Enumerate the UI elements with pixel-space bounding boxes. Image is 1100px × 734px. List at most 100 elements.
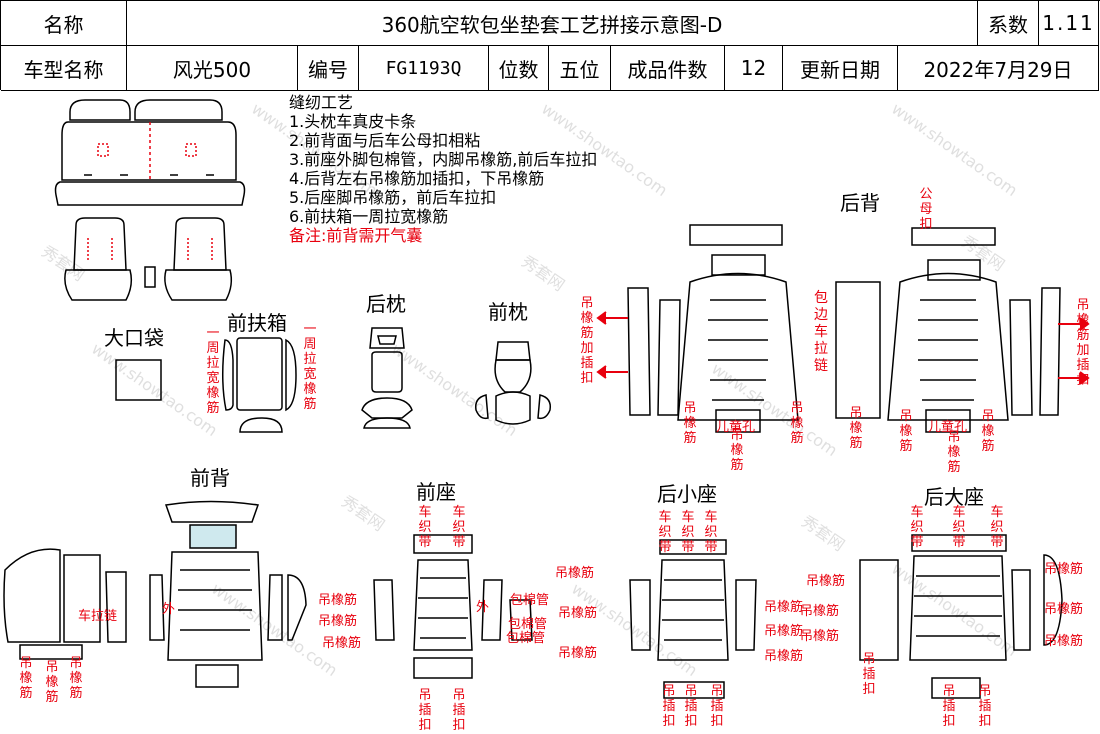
annotation-elastic-around: 一周拉宽橡筋	[303, 322, 317, 412]
section-big-pocket: 大口袋	[104, 326, 164, 350]
annotation-elastic: 吊橡筋	[322, 636, 362, 651]
annotation-elastic: 吊橡筋	[558, 606, 598, 621]
rear-headrest-pieces	[361, 327, 413, 429]
pieces-label: 成品件数	[611, 46, 725, 91]
annotation-elastic-buckle: 吊橡筋加插扣	[1076, 298, 1090, 388]
section-rear-headrest: 后枕	[366, 292, 406, 316]
annotation-elastic: 吊橡筋	[764, 600, 804, 615]
section-front-armrest: 前扶箱	[227, 311, 287, 335]
annotation-elastic: 吊橡筋	[800, 604, 840, 619]
annotation-child-hole: 儿童孔	[716, 420, 756, 435]
annotation-elastic: 吊橡筋	[981, 409, 995, 454]
section-rear-back: 后背	[840, 191, 880, 215]
big-pocket-piece	[115, 359, 162, 401]
annotation-buckle: 吊插扣	[662, 684, 676, 729]
annotation-webbing: 车织带	[910, 505, 924, 550]
annotation-buckle: 吊插扣	[684, 684, 698, 729]
section-rear-small-seat: 后小座	[657, 482, 717, 506]
annotation-elastic: 吊橡筋	[764, 649, 804, 664]
front-armrest-pieces	[221, 337, 297, 433]
annotation-webbing: 车织带	[418, 505, 432, 550]
annotation-buckle: 吊插扣	[862, 652, 876, 697]
annotation-webbing: 车织带	[704, 510, 718, 555]
annotation-buckle: 吊插扣	[710, 684, 724, 729]
annotation-elastic: 吊橡筋	[1044, 602, 1084, 617]
front-seat-pieces	[373, 534, 533, 679]
annotation-elastic: 吊橡筋	[1044, 562, 1084, 577]
annotation-elastic: 吊橡筋	[1044, 634, 1084, 649]
process-step: 1.头枕车真皮卡条	[289, 112, 417, 131]
annotation-snap-buckle: 公母扣	[919, 187, 933, 232]
annotation-webbing: 车织带	[658, 510, 672, 555]
series-value: 1.11	[1039, 1, 1099, 46]
annotation-elastic: 吊橡筋	[683, 401, 697, 446]
annotation-elastic: 吊橡筋	[318, 593, 358, 608]
annotation-elastic: 吊橡筋	[790, 401, 804, 446]
date-value: 2022年7月29日	[898, 46, 1099, 91]
annotation-elastic: 吊橡筋	[69, 656, 83, 701]
rear-back-pieces	[627, 224, 1061, 433]
model-value: 风光500	[127, 46, 298, 91]
process-step: 6.前扶箱一周拉宽橡筋	[289, 207, 449, 226]
annotation-elastic: 吊橡筋	[849, 406, 863, 451]
series-label: 系数	[978, 1, 1039, 46]
annotation-elastic: 吊橡筋	[764, 624, 804, 639]
page-title: 360航空软包坐垫套工艺拼接示意图-D	[127, 1, 978, 46]
code-value: FG1193Q	[359, 46, 489, 91]
annotation-elastic-buckle: 吊橡筋加插扣	[580, 296, 594, 386]
annotation-elastic: 吊橡筋	[555, 566, 595, 581]
section-rear-big-seat: 后大座	[924, 485, 984, 509]
header-table: 名称 360航空软包坐垫套工艺拼接示意图-D 系数 1.11 车型名称 风光50…	[0, 0, 1100, 91]
annotation-cotton-tube: 包棉管	[506, 631, 546, 646]
annotation-elastic: 吊橡筋	[45, 660, 59, 705]
process-step: 4.后背左右吊橡筋加插扣，下吊橡筋	[289, 169, 545, 188]
annotation-webbing: 车织带	[952, 505, 966, 550]
process-step: 3.前座外脚包棉管，内脚吊橡筋,前后车拉扣	[289, 150, 598, 169]
annotation-buckle: 吊插扣	[418, 688, 432, 733]
seats-label: 位数	[489, 46, 549, 91]
annotation-elastic: 吊橡筋	[947, 430, 961, 475]
annotation-child-hole: 儿童孔	[928, 420, 968, 435]
annotation-elastic: 吊橡筋	[318, 614, 358, 629]
annotation-webbing: 车织带	[681, 510, 695, 555]
annotation-cotton-tube: 包棉管	[510, 593, 550, 608]
process-step: 5.后座脚吊橡筋，前后车拉扣	[289, 188, 497, 207]
section-front-headrest: 前枕	[488, 300, 528, 324]
rear-small-seat-pieces	[629, 539, 757, 699]
date-label: 更新日期	[783, 46, 898, 91]
process-step: 2.前背面与后车公母扣相粘	[289, 131, 481, 150]
annotation-cotton-tube: 包棉管	[508, 617, 548, 632]
seat-overview-illustration	[54, 99, 246, 301]
seats-value: 五位	[549, 46, 611, 91]
front-back-pieces	[3, 500, 307, 688]
annotation-buckle: 吊插扣	[942, 684, 956, 729]
model-label: 车型名称	[1, 46, 127, 91]
section-front-seat: 前座	[416, 480, 456, 504]
annotation-buckle: 吊插扣	[978, 684, 992, 729]
front-headrest-pieces	[474, 341, 552, 425]
annotation-buckle: 吊插扣	[452, 688, 466, 733]
annotation-elastic: 吊橡筋	[730, 428, 744, 473]
rear-big-seat-pieces	[859, 534, 1063, 699]
annotation-webbing: 车织带	[452, 505, 466, 550]
process-notes: 缝纫工艺 1.头枕车真皮卡条 2.前背面与后车公母扣相粘 3.前座外脚包棉管，内…	[289, 93, 597, 245]
annotation-elastic: 吊橡筋	[558, 646, 598, 661]
arrow-icons	[596, 311, 1090, 385]
annotation-elastic-around: 一周拉宽橡筋	[206, 326, 220, 416]
annotation-edge-zipper: 包边车拉链	[814, 290, 828, 374]
annotation-outer: 外	[162, 602, 176, 617]
annotation-elastic: 吊橡筋	[800, 629, 840, 644]
pieces-value: 12	[725, 46, 783, 91]
annotation-zipper: 车拉链	[78, 609, 118, 624]
annotation-elastic: 吊橡筋	[806, 574, 846, 589]
section-front-back: 前背	[190, 466, 230, 490]
name-label: 名称	[1, 1, 127, 46]
process-title: 缝纫工艺	[289, 93, 354, 112]
airbag-note: 备注:前背需开气囊	[289, 226, 423, 245]
annotation-elastic: 吊橡筋	[899, 409, 913, 454]
code-label: 编号	[298, 46, 359, 91]
annotation-webbing: 车织带	[990, 505, 1004, 550]
annotation-elastic: 吊橡筋	[19, 656, 33, 701]
